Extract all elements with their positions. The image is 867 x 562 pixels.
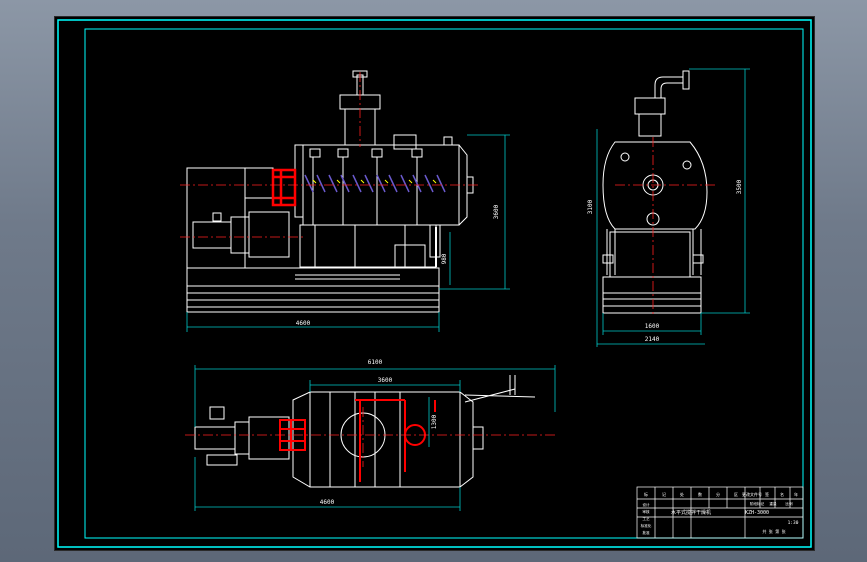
- title-row-label: 工艺: [642, 516, 650, 521]
- front-centerlines: [180, 72, 480, 238]
- title-header-cell: 数: [698, 491, 702, 497]
- title-stage-cell: 阶段标记: [750, 501, 765, 506]
- title-header-cell: 标: [644, 491, 648, 497]
- inner-frame: [84, 28, 804, 539]
- top-highlight: [279, 399, 436, 482]
- title-drawing-number: KZH-3000: [745, 510, 769, 516]
- top-centerlines: [185, 407, 555, 467]
- title-stage-cell: 比例: [785, 501, 793, 506]
- side-view: [602, 70, 708, 314]
- top-dimensions: [194, 365, 556, 511]
- top-dim-body-length: 3600: [378, 377, 393, 384]
- title-block: [636, 486, 804, 539]
- side-dim-height-right: 3500: [736, 179, 743, 194]
- title-drawing-name: 水平式搅拌干燥机: [671, 509, 711, 516]
- side-dim-width-outer: 2140: [645, 336, 660, 343]
- front-dim-height-right: 3600: [493, 204, 500, 219]
- outer-frame: [57, 19, 812, 548]
- side-centerlines: [615, 137, 715, 317]
- title-header-cell: 区: [734, 492, 738, 497]
- screw-agitator: [304, 174, 446, 193]
- engineering-drawing: 4600 3600 980: [57, 19, 812, 548]
- top-view: [194, 375, 536, 488]
- title-header-cell: 记: [662, 491, 666, 497]
- title-row-label: 标准化: [641, 523, 652, 528]
- front-view: [186, 70, 474, 313]
- title-header-cell: 更改文件号: [742, 491, 762, 497]
- top-dim-vertical: 1300: [431, 414, 438, 429]
- title-header-cell: 分: [716, 491, 720, 497]
- front-dim-total-length: 4600: [296, 320, 311, 327]
- title-stage-cell: 重量: [769, 501, 777, 506]
- side-dim-width-inner: 1600: [645, 323, 660, 330]
- title-sheet: 共 张 第 张: [762, 528, 785, 534]
- title-row-label: 设计: [642, 502, 650, 507]
- top-dim-total-length: 6100: [368, 359, 383, 366]
- screw-highlights: [312, 179, 437, 184]
- front-coupling: [271, 168, 297, 207]
- title-row-label: 批准: [642, 530, 650, 535]
- title-row-label: 审核: [642, 509, 650, 514]
- front-dimensions: [186, 134, 510, 332]
- top-dim-base-length: 4600: [320, 499, 335, 506]
- side-dim-height-left: 3100: [587, 199, 594, 214]
- title-header-cell: 签: [765, 491, 769, 497]
- side-dimensions: [596, 68, 750, 347]
- front-dim-height-inner: 980: [441, 253, 448, 264]
- title-scale: 1:30: [788, 520, 799, 526]
- title-header-cell: 年: [794, 491, 798, 497]
- title-header-cell: 处: [680, 491, 684, 497]
- title-header-cell: 名: [780, 491, 784, 497]
- drawing-canvas: 4600 3600 980: [54, 16, 815, 551]
